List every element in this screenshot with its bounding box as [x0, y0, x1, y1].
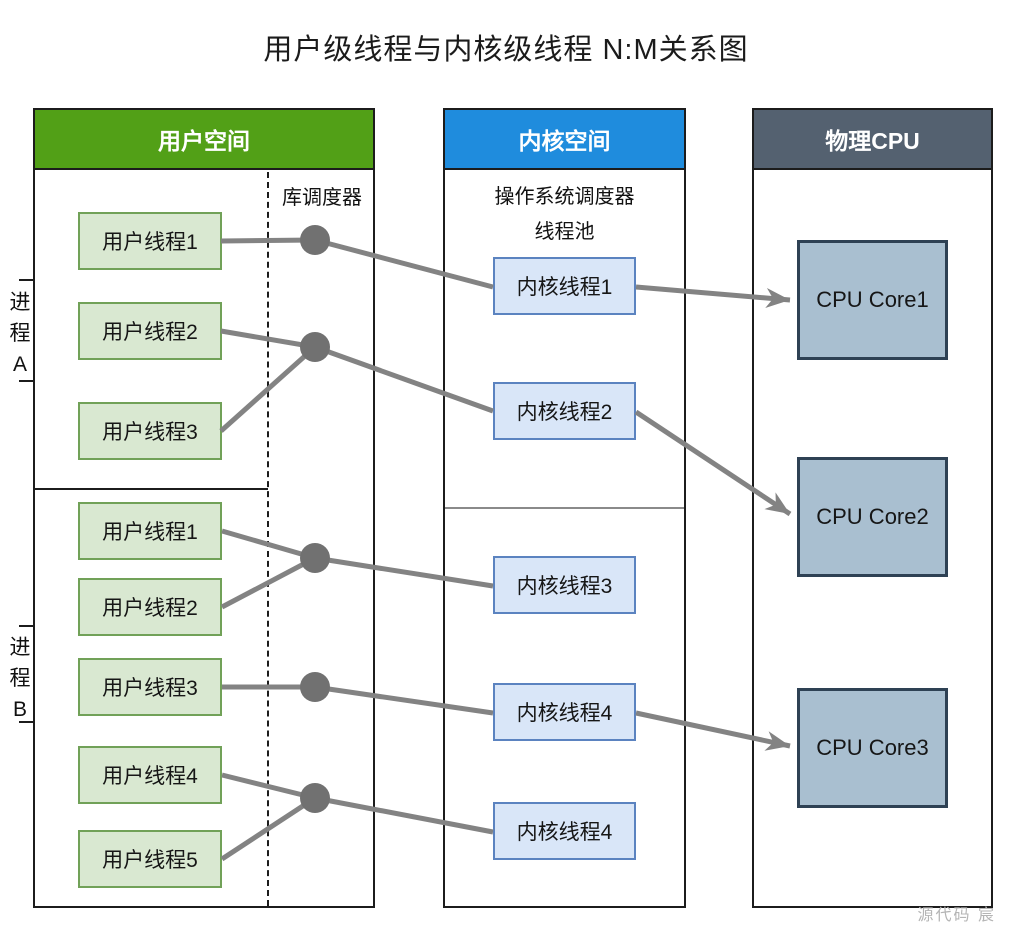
kernel-pool-divider — [445, 507, 684, 509]
user-thread-a1: 用户线程1 — [78, 212, 222, 270]
user-thread-b3: 用户线程3 — [78, 658, 222, 716]
process-b-bracket-top — [19, 625, 33, 627]
physical-cpu-header: 物理CPU — [754, 110, 991, 170]
os-scheduler-line2: 线程池 — [534, 221, 595, 243]
kernel-thread-1: 内核线程1 — [493, 257, 636, 315]
user-thread-b4: 用户线程4 — [78, 746, 222, 804]
library-scheduler-label: 库调度器 — [282, 187, 362, 209]
cpu-core-2: CPU Core2 — [797, 457, 948, 577]
kernel-space-header: 内核空间 — [445, 110, 684, 170]
process-b-bracket-bottom — [19, 721, 33, 723]
process-a-label: 进程A — [9, 291, 31, 376]
watermark: 源代码 宸 — [917, 907, 996, 924]
user-space-header: 用户空间 — [35, 110, 373, 170]
process-b-label: 进程B — [9, 636, 31, 721]
process-a-bracket-bottom — [19, 380, 33, 382]
library-scheduler-dashed-line — [267, 172, 269, 906]
cpu-core-1: CPU Core1 — [797, 240, 948, 360]
os-scheduler-line1: 操作系统调度器 — [494, 186, 635, 208]
user-thread-b1: 用户线程1 — [78, 502, 222, 560]
user-thread-a2: 用户线程2 — [78, 302, 222, 360]
user-thread-b5: 用户线程5 — [78, 830, 222, 888]
process-a-b-divider — [33, 488, 268, 490]
cpu-core-3: CPU Core3 — [797, 688, 948, 808]
kernel-thread-3: 内核线程3 — [493, 556, 636, 614]
kernel-thread-4: 内核线程4 — [493, 683, 636, 741]
process-a-bracket-top — [19, 279, 33, 281]
kernel-thread-2: 内核线程2 — [493, 382, 636, 440]
user-thread-a3: 用户线程3 — [78, 402, 222, 460]
user-thread-b2: 用户线程2 — [78, 578, 222, 636]
os-scheduler-label: 操作系统调度器 线程池 — [443, 180, 686, 250]
diagram-title: 用户级线程与内核级线程 N:M关系图 — [263, 34, 749, 66]
kernel-thread-5: 内核线程4 — [493, 802, 636, 860]
